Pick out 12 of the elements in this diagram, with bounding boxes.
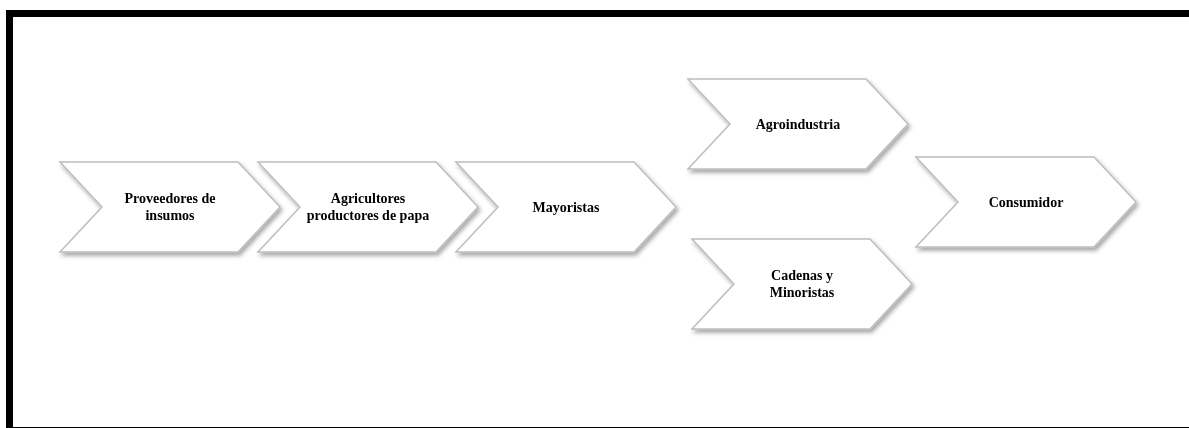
chevron-label: Agricultores productores de papa [305,190,431,224]
chevron-shape [692,239,912,329]
chevron-shape [60,162,280,252]
chevron-label: Mayoristas [532,198,600,216]
chevron-label: Agroindustria [755,115,841,133]
chevron-label: Cadenas y Minoristas [768,267,836,301]
chevron-label: Proveedores de insumos [123,190,217,224]
chevron-shape [456,162,676,252]
chevron-shape [916,157,1136,247]
chevron-shape [688,79,908,169]
chevron-shape [258,162,478,252]
chevron-label: Consumidor [988,193,1064,211]
